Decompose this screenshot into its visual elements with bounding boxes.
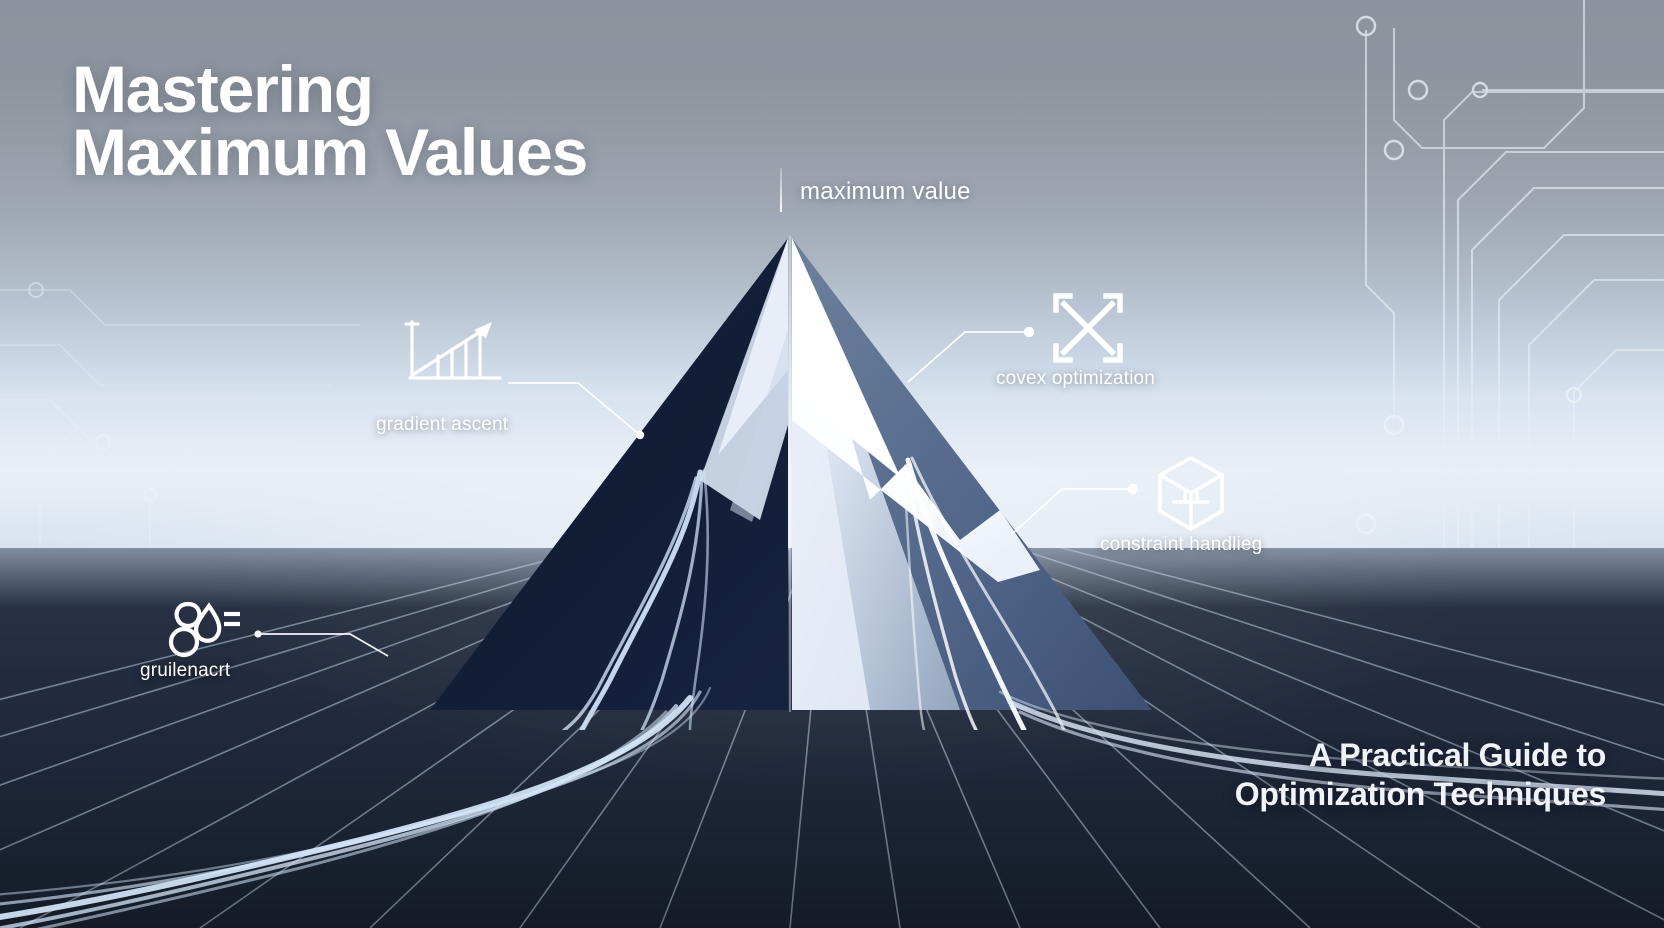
peak-tick-mark xyxy=(780,168,782,212)
page-title-line-2: Maximum Values xyxy=(72,115,588,190)
annotation-label-gradient-field: gruilenacrt xyxy=(140,660,231,681)
circuit-pattern-left xyxy=(0,282,360,550)
bar-chart-rising-arrow-icon xyxy=(404,320,502,380)
page-subtitle-line-2: Optimization Techniques xyxy=(1234,776,1607,813)
circuit-pattern-right xyxy=(1264,0,1664,560)
cluster-blobs-equals-icon xyxy=(168,601,240,658)
mountain-pyramid xyxy=(430,236,1152,730)
cube-constraint-icon xyxy=(1158,456,1224,531)
page-subtitle-line-1: A Practical Guide to xyxy=(1309,737,1606,773)
page-title-line-1: Mastering xyxy=(72,52,374,126)
annotation-label-gradient-ascent: gradient ascent xyxy=(376,414,509,435)
peak-label: maximum value xyxy=(800,178,971,205)
four-way-arrows-icon xyxy=(1053,293,1123,363)
annotation-label-constraint-handling: constraint handlieg xyxy=(1100,534,1263,555)
annotation-label-convex-optimization: covex optimization xyxy=(996,368,1155,389)
